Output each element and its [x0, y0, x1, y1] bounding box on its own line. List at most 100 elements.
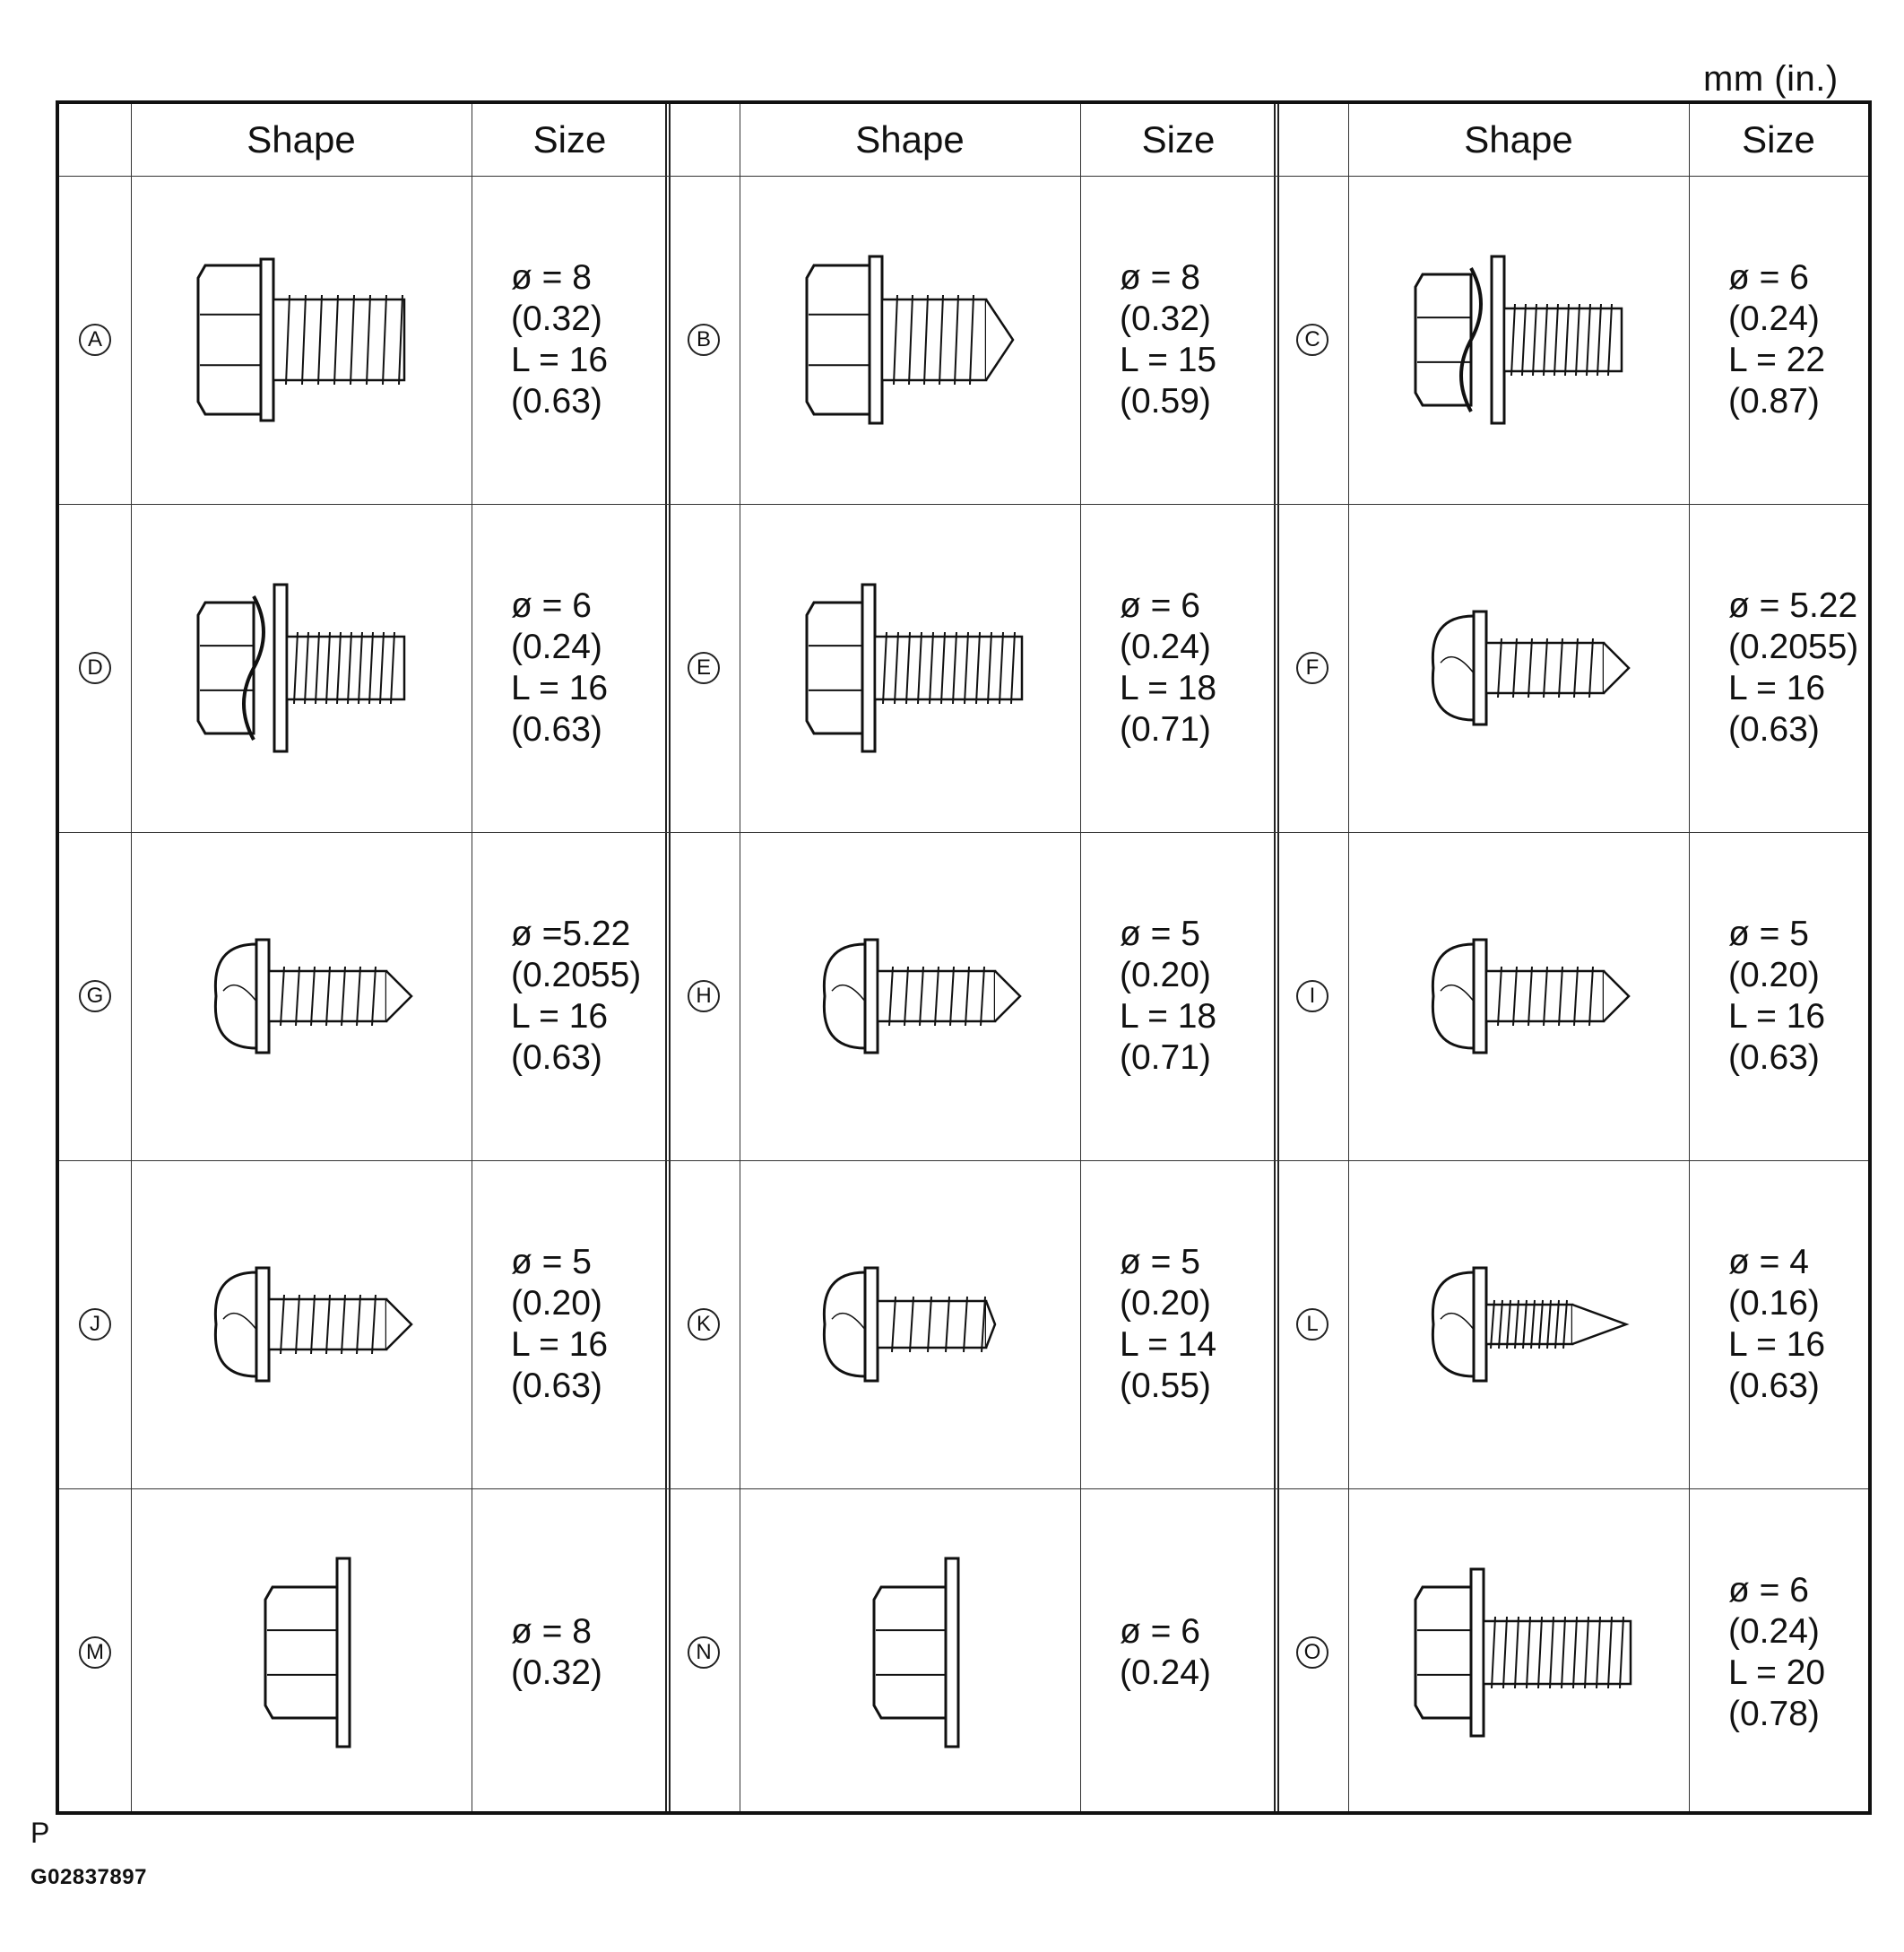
size-line: (0.55) [1120, 1366, 1211, 1405]
size-line: ø = 6 [1728, 1571, 1809, 1609]
size-line: ø = 5 [1728, 915, 1809, 953]
item-letter-m: M [59, 1488, 131, 1817]
size-line: ø = 5.22 [1728, 586, 1858, 625]
item-letter-l: L [1277, 1160, 1348, 1488]
flange-hex-bolt-icon [131, 176, 472, 508]
hex-bolt-washer-icon [1348, 1488, 1689, 1821]
size-line: L = 16 [511, 669, 609, 707]
column-divider [1348, 104, 1349, 1811]
item-letter-text: H [688, 980, 720, 1012]
item-letter-k: K [668, 1160, 740, 1488]
size-line: L = 18 [1120, 997, 1217, 1036]
size-line: L = 16 [511, 341, 609, 379]
thread-forming-screw-icon [740, 1160, 1080, 1493]
flange-hex-bolt-pointed-icon [740, 176, 1080, 508]
size-line: ø =5.22 [511, 915, 631, 953]
size-line: (0.2055) [1728, 628, 1859, 666]
size-line: L = 18 [1120, 669, 1217, 707]
item-letter-c: C [1277, 176, 1348, 504]
tapping-screw-icon [131, 1160, 472, 1493]
item-letter-text: G [79, 980, 111, 1012]
size-value-k: ø = 5(0.20)L = 14(0.55) [1120, 1242, 1216, 1407]
size-line: (0.24) [511, 628, 602, 666]
size-line: L = 16 [1728, 669, 1826, 707]
size-line: L = 16 [511, 997, 609, 1036]
item-letter-text: F [1296, 652, 1328, 684]
size-value-b: ø = 8(0.32)L = 15(0.59) [1120, 257, 1216, 422]
group-divider [665, 104, 671, 1811]
size-line: (0.78) [1728, 1695, 1820, 1733]
size-line: L = 16 [1728, 1325, 1826, 1364]
item-letter-j: J [59, 1160, 131, 1488]
hex-bolt-washer-icon [740, 504, 1080, 837]
size-line: (0.24) [1728, 1612, 1820, 1651]
size-line: ø = 8 [511, 258, 592, 297]
units-label: mm (in.) [1703, 59, 1839, 99]
item-letter-text: J [79, 1308, 111, 1340]
size-line: (0.63) [511, 710, 602, 749]
size-line: L = 16 [1728, 997, 1826, 1036]
tapping-screw-icon [1348, 504, 1689, 837]
size-line: (0.63) [1728, 1038, 1820, 1077]
size-line: ø = 6 [511, 586, 592, 625]
figure-code: G02837897 [30, 1865, 147, 1889]
item-letter-a: A [59, 176, 131, 504]
item-letter-text: I [1296, 980, 1328, 1012]
header-size: Size [1141, 118, 1216, 160]
size-line: L = 22 [1728, 341, 1826, 379]
size-line: L = 15 [1120, 341, 1217, 379]
column-divider [1689, 104, 1690, 1811]
tapping-screw-icon [131, 832, 472, 1165]
footer-mark: P [30, 1817, 50, 1849]
item-letter-text: K [688, 1308, 720, 1340]
item-letter-o: O [1277, 1488, 1348, 1817]
size-line: (0.71) [1120, 710, 1211, 749]
size-line: (0.24) [1120, 1653, 1211, 1692]
size-line: (0.63) [511, 1038, 602, 1077]
item-letter-b: B [668, 176, 740, 504]
size-value-m: ø = 8(0.32) [511, 1611, 602, 1694]
size-line: ø = 4 [1728, 1243, 1809, 1281]
size-line: (0.32) [511, 299, 602, 338]
size-line: (0.20) [1120, 956, 1211, 994]
item-letter-text: D [79, 652, 111, 684]
size-line: ø = 6 [1120, 1612, 1200, 1651]
item-letter-e: E [668, 504, 740, 832]
size-line: ø = 8 [511, 1612, 592, 1651]
item-letter-text: O [1296, 1636, 1328, 1669]
size-line: (0.32) [511, 1653, 602, 1692]
size-line: (0.24) [1728, 299, 1820, 338]
tapping-screw-icon [1348, 832, 1689, 1165]
size-value-h: ø = 5(0.20)L = 18(0.71) [1120, 914, 1216, 1079]
item-letter-text: L [1296, 1308, 1328, 1340]
size-value-n: ø = 6(0.24) [1120, 1611, 1211, 1694]
header-size: Size [1742, 118, 1815, 160]
item-letter-g: G [59, 832, 131, 1160]
size-line: (0.20) [511, 1284, 602, 1323]
size-value-j: ø = 5(0.20)L = 16(0.63) [511, 1242, 608, 1407]
row-divider [59, 1488, 1868, 1489]
item-letter-n: N [668, 1488, 740, 1817]
size-line: (0.16) [1728, 1284, 1820, 1323]
header-size: Size [532, 118, 607, 160]
item-letter-text: A [79, 324, 111, 356]
item-letter-text: B [688, 324, 720, 356]
row-divider [59, 176, 1868, 177]
size-line: L = 14 [1120, 1325, 1217, 1364]
header-shape: Shape [855, 118, 965, 160]
size-line: ø = 8 [1120, 258, 1200, 297]
row-divider [59, 1160, 1868, 1161]
size-line: ø = 5 [1120, 1243, 1200, 1281]
size-value-a: ø = 8(0.32)L = 16(0.63) [511, 257, 608, 422]
header-shape: Shape [247, 118, 356, 160]
size-value-o: ø = 6(0.24)L = 20(0.78) [1728, 1570, 1825, 1735]
row-divider [59, 504, 1868, 505]
size-line: (0.63) [511, 382, 602, 421]
size-line: (0.20) [1120, 1284, 1211, 1323]
size-value-d: ø = 6(0.24)L = 16(0.63) [511, 586, 608, 750]
size-line: (0.87) [1728, 382, 1820, 421]
size-line: ø = 5 [511, 1243, 592, 1281]
tapping-screw-fine-icon [1348, 1160, 1689, 1493]
size-value-c: ø = 6(0.24)L = 22(0.87) [1728, 257, 1825, 422]
